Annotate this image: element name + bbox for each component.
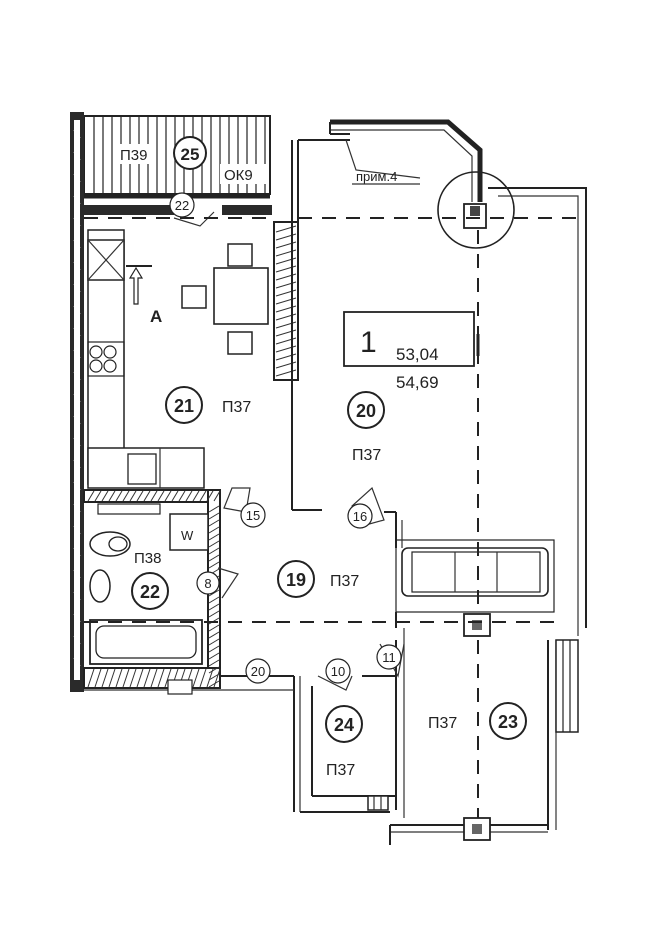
room-21-number: 21 bbox=[174, 396, 194, 416]
room-20-marker bbox=[347, 391, 385, 429]
room-22-number: 22 bbox=[140, 582, 160, 602]
room-25-marker bbox=[173, 136, 207, 170]
room-23-number: 23 bbox=[498, 712, 518, 732]
door-10-marker bbox=[325, 658, 351, 684]
door-10-number: 10 bbox=[331, 664, 345, 679]
note-label: прим.4 bbox=[356, 169, 397, 184]
kitchen-furniture bbox=[87, 229, 269, 489]
room-20-number: 20 bbox=[356, 401, 376, 421]
washer-label: W bbox=[181, 528, 194, 543]
room-20-code: П37 bbox=[352, 447, 381, 464]
room-25-code: П39 bbox=[120, 147, 147, 164]
bathroom-walls bbox=[83, 489, 221, 689]
door-labels: 22 15 16 8 20 10 11 bbox=[169, 192, 402, 684]
room-19-number: 19 bbox=[286, 570, 306, 590]
zone-lines bbox=[84, 217, 586, 818]
door-16-marker bbox=[347, 503, 373, 529]
room-19-code: П37 bbox=[330, 573, 359, 590]
door-15-number: 15 bbox=[246, 508, 260, 523]
door-22-number: 22 bbox=[175, 198, 189, 213]
interior-partitions bbox=[167, 139, 515, 841]
room-21-code: П37 bbox=[222, 399, 251, 416]
room-24-code: П37 bbox=[326, 762, 355, 779]
section-mark: А bbox=[150, 307, 162, 326]
room-22-marker bbox=[131, 572, 169, 610]
door-11-number: 11 bbox=[382, 650, 396, 665]
apartment-number: 1 bbox=[360, 326, 377, 359]
room-25-number: 25 bbox=[181, 145, 200, 164]
window-code: ОК9 bbox=[224, 167, 253, 184]
room-21-marker bbox=[165, 386, 203, 424]
door-8-marker bbox=[196, 571, 220, 595]
room-labels: 25 П39 ОК9 21 П37 20 П37 19 П37 22 П38 2… bbox=[115, 136, 527, 779]
door-20-marker bbox=[245, 658, 271, 684]
room-19-marker bbox=[277, 560, 315, 598]
apartment-area-living: 53,04 bbox=[396, 345, 439, 364]
apartment-label: 1 53,04 54,69 bbox=[343, 311, 480, 392]
balcony bbox=[83, 115, 271, 199]
door-11-marker bbox=[376, 644, 402, 670]
door-20-number: 20 bbox=[251, 664, 265, 679]
room-23-marker bbox=[489, 702, 527, 740]
annotations: прим.4 А W bbox=[150, 169, 420, 543]
door-22-marker bbox=[169, 192, 195, 218]
room-24-number: 24 bbox=[334, 715, 354, 735]
door-16-number: 16 bbox=[353, 509, 367, 524]
room-23-code: П37 bbox=[428, 715, 457, 732]
room-22-code: П38 bbox=[134, 550, 161, 567]
sofa bbox=[395, 539, 555, 613]
door-15-marker bbox=[240, 502, 266, 528]
apartment-area-total: 54,69 bbox=[396, 373, 439, 392]
room-24-marker bbox=[325, 705, 363, 743]
door-8-number: 8 bbox=[204, 576, 211, 591]
